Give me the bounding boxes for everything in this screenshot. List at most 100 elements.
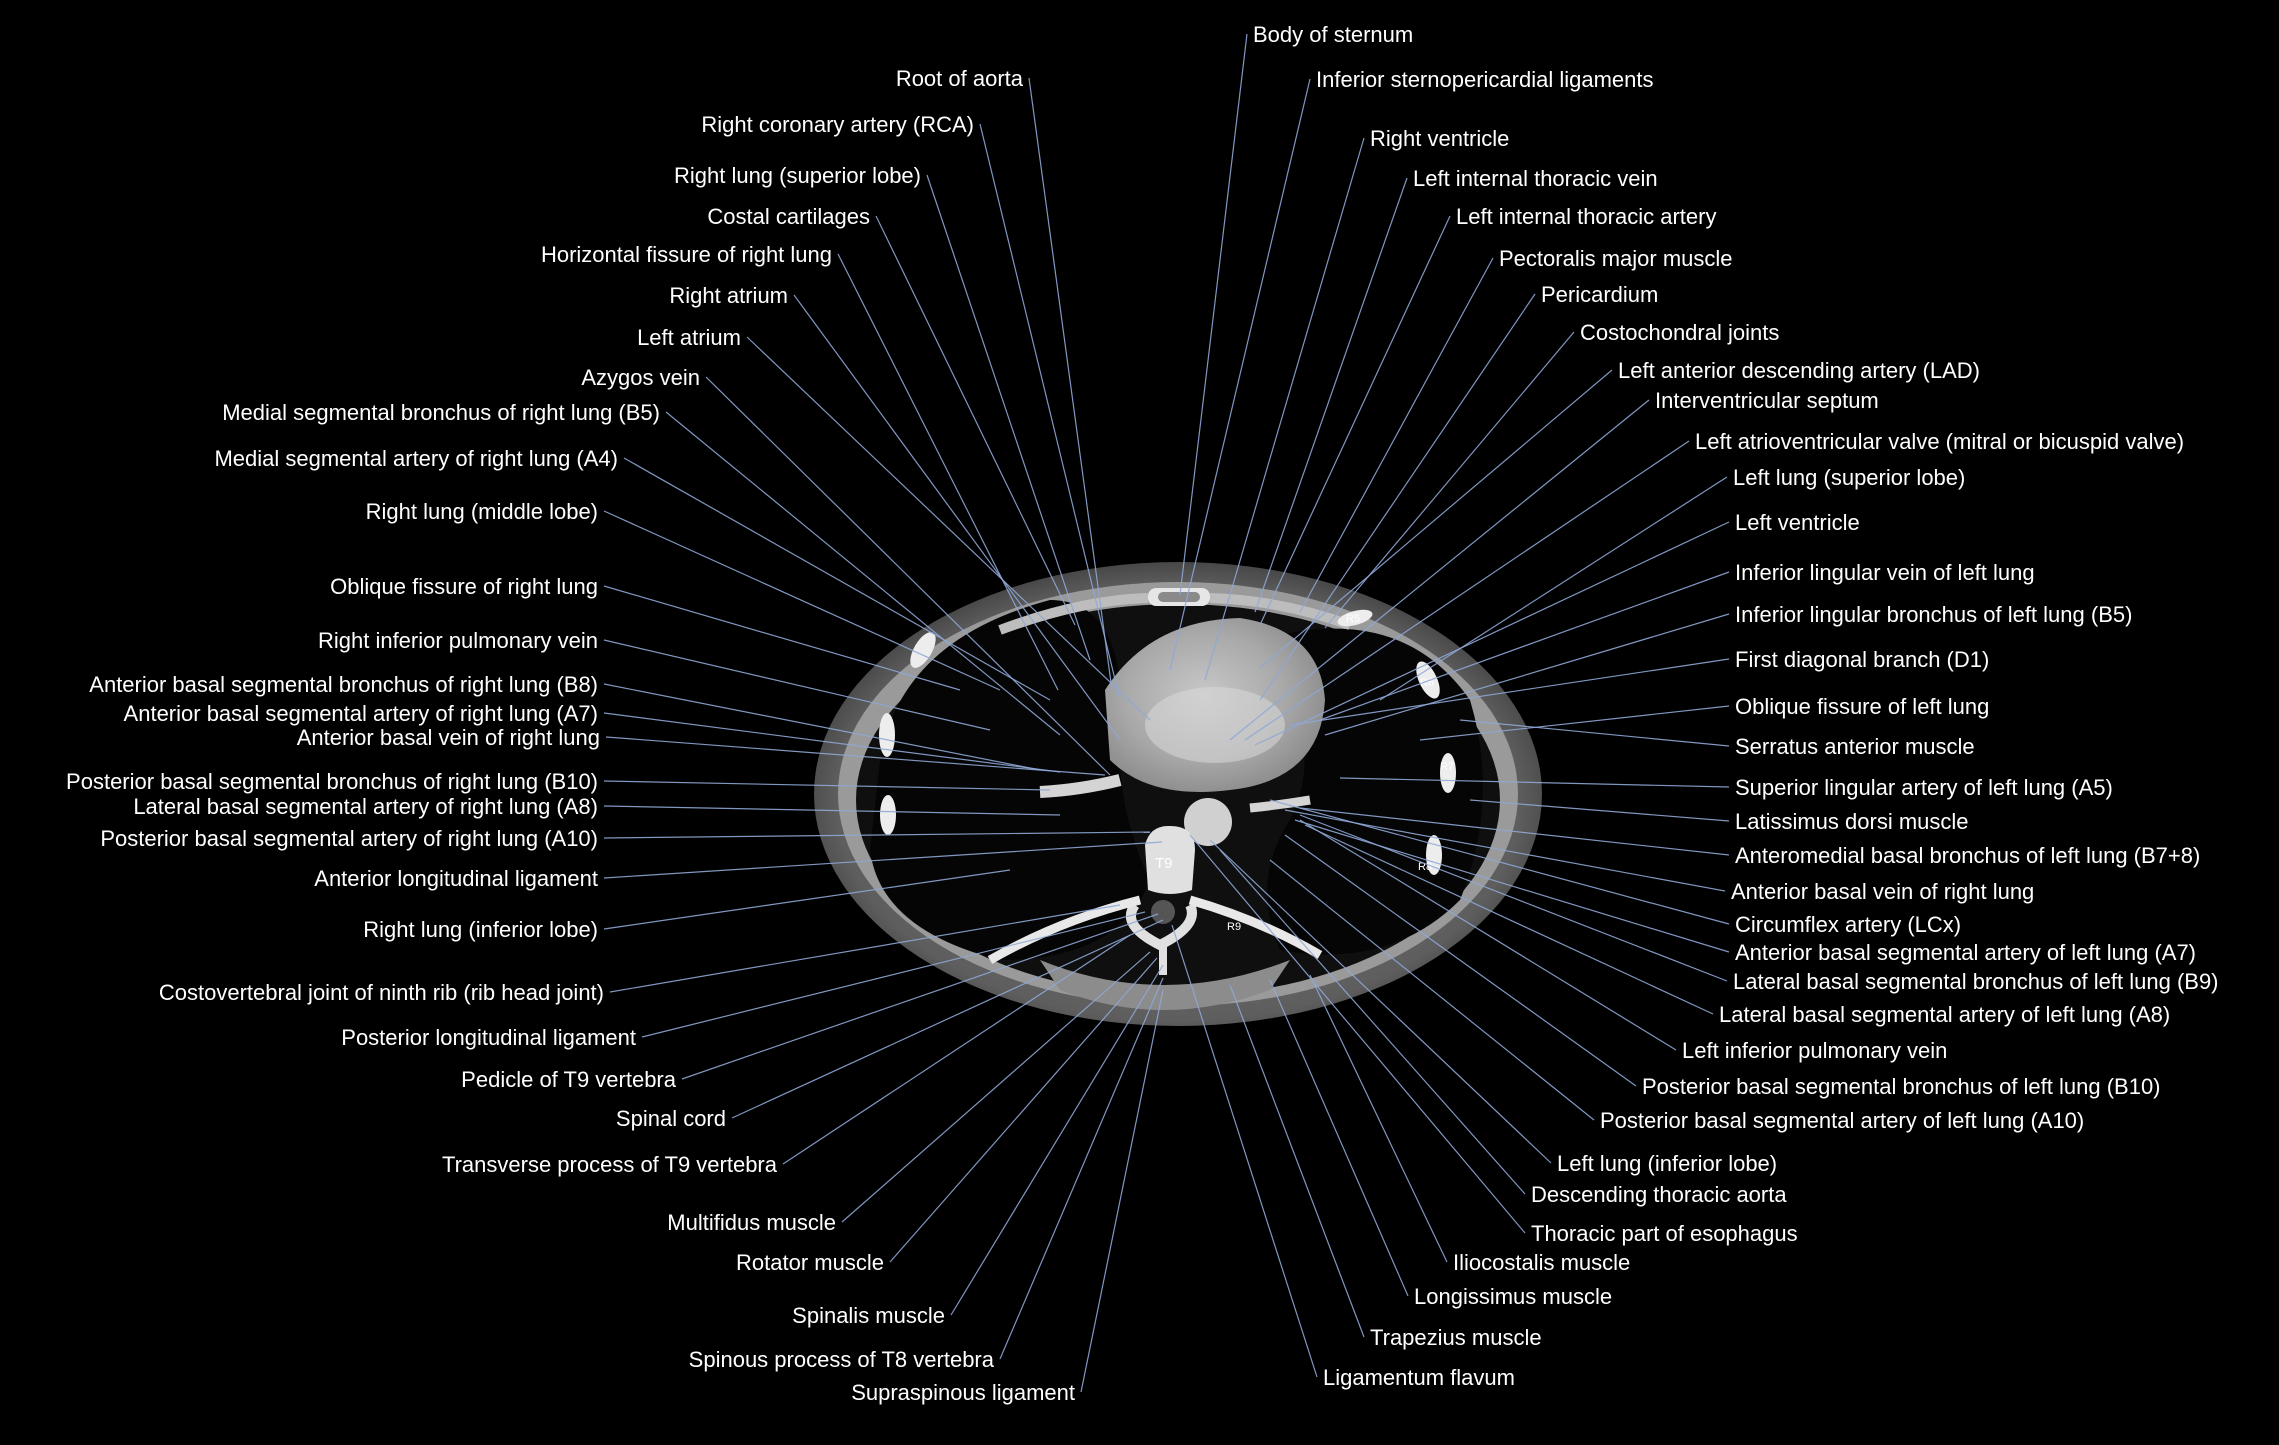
leader-spinal-cord (731, 919, 1164, 1119)
leader-lines (603, 33, 1730, 1393)
leader-lateral-basal-segmental-artery-of-right-lung-a8 (603, 805, 1061, 816)
leader-inferior-sternopericardial-ligaments (1169, 78, 1311, 671)
label-spinalis-muscle: Spinalis muscle (792, 1303, 945, 1328)
label-azygos-vein: Azygos vein (581, 365, 700, 390)
leader-costovertebral-joint-of-ninth-rib-rib-head-joint (609, 904, 1121, 993)
label-descending-thoracic-aorta: Descending thoracic aorta (1531, 1182, 1787, 1207)
leader-medial-segmental-artery-of-right-lung-a4 (623, 457, 1051, 701)
leader-circumflex-artery-lcx (1269, 799, 1730, 925)
leader-first-diagonal-branch-d1 (1289, 658, 1730, 726)
leader-horizontal-fissure-of-right-lung (837, 253, 1059, 691)
label-spinous-process-of-t8-vertebra: Spinous process of T8 vertebra (689, 1347, 995, 1372)
rib-label-r7: R7 (1440, 761, 1454, 773)
leader-medial-segmental-bronchus-of-right-lung-b5 (665, 411, 1061, 736)
label-right-ventricle: Right ventricle (1370, 126, 1509, 151)
rib-label-r5: R5 (1346, 613, 1360, 625)
leader-rotator-muscle (889, 957, 1158, 1263)
leader-body-of-sternum (1179, 33, 1248, 596)
right-rib-6 (910, 632, 936, 668)
leader-anterior-basal-vein-of-right-lung (605, 736, 1106, 776)
leader-latissimus-dorsi-muscle (1469, 799, 1730, 822)
label-left-atrium: Left atrium (637, 325, 741, 350)
label-inferior-lingular-bronchus-of-left-lung-b5: Inferior lingular bronchus of left lung … (1735, 602, 2132, 627)
leader-anterior-basal-segmental-bronchus-of-right-lung-b8 (603, 683, 1041, 771)
leader-transverse-process-of-t9-vertebra (782, 934, 1131, 1165)
leader-costochondral-joints (1324, 331, 1575, 629)
leader-spinous-process-of-t8-vertebra (999, 977, 1164, 1360)
leader-inferior-lingular-bronchus-of-left-lung-b5 (1324, 613, 1730, 736)
leader-pectoralis-major-muscle (1299, 257, 1494, 613)
label-interventricular-septum: Interventricular septum (1655, 388, 1879, 413)
ct-slice-image: T9 R5 R6 R7 R8 R9 (814, 562, 1542, 1026)
label-right-lung-inferior-lobe: Right lung (inferior lobe) (363, 917, 598, 942)
right-pulmonary-vessels (1039, 774, 1122, 798)
right-lung-field (870, 600, 1150, 960)
label-costovertebral-joint-of-ninth-rib-rib-head-joint: Costovertebral joint of ninth rib (rib h… (159, 980, 604, 1005)
right-rib-9 (987, 895, 1142, 964)
leader-right-lung-inferior-lobe (603, 869, 1011, 930)
leader-anterior-basal-segmental-artery-of-left-lung-a7 (1294, 819, 1730, 953)
label-left-atrioventricular-valve-mitral-or-bicuspid-valve: Left atrioventricular valve (mitral or b… (1695, 429, 2184, 454)
label-anterior-basal-vein-of-right-lung: Anterior basal vein of right lung (1731, 879, 2034, 904)
leader-right-ventricle (1204, 137, 1365, 681)
label-left-inferior-pulmonary-vein: Left inferior pulmonary vein (1682, 1038, 1947, 1063)
label-first-diagonal-branch-d1: First diagonal branch (D1) (1735, 647, 1989, 672)
leader-pedicle-of-t9-vertebra (681, 913, 1159, 1080)
leader-anterior-longitudinal-ligament (603, 841, 1163, 879)
leader-root-of-aorta (1028, 77, 1113, 691)
label-pedicle-of-t9-vertebra: Pedicle of T9 vertebra (461, 1067, 677, 1092)
leader-ligamentum-flavum (1171, 924, 1318, 1378)
leader-posterior-basal-segmental-bronchus-of-left-lung-b10 (1284, 834, 1637, 1087)
leader-lateral-basal-segmental-bronchus-of-left-lung-b9 (1299, 814, 1728, 982)
leader-right-inferior-pulmonary-vein (603, 639, 991, 731)
label-circumflex-artery-lcx: Circumflex artery (LCx) (1735, 912, 1961, 937)
leader-multifidus-muscle (841, 951, 1151, 1223)
leader-right-atrium (793, 294, 1121, 741)
leader-anteromedial-basal-bronchus-of-left-lung-b7-8 (1299, 807, 1730, 856)
label-root-of-aorta: Root of aorta (896, 66, 1024, 91)
rib-label-r8: R8 (1418, 861, 1432, 873)
label-anterior-longitudinal-ligament: Anterior longitudinal ligament (314, 866, 598, 891)
label-transverse-process-of-t9-vertebra: Transverse process of T9 vertebra (442, 1152, 778, 1177)
label-longissimus-muscle: Longissimus muscle (1414, 1284, 1612, 1309)
left-pulmonary-vessels (1249, 795, 1311, 813)
leader-thoracic-part-of-esophagus (1189, 834, 1526, 1234)
leader-left-anterior-descending-artery-lad (1259, 369, 1613, 669)
label-oblique-fissure-of-left-lung: Oblique fissure of left lung (1735, 694, 1989, 719)
left-ventricle-shape (1145, 687, 1285, 763)
label-spinal-cord: Spinal cord (616, 1106, 726, 1131)
leader-longissimus-muscle (1269, 979, 1409, 1297)
label-rotator-muscle: Rotator muscle (736, 1250, 884, 1275)
back-muscles (1040, 960, 1290, 1010)
label-right-lung-middle-lobe: Right lung (middle lobe) (366, 499, 598, 524)
label-anterior-basal-segmental-bronchus-of-right-lung-b8: Anterior basal segmental bronchus of rig… (89, 672, 598, 697)
label-thoracic-part-of-esophagus: Thoracic part of esophagus (1531, 1221, 1798, 1246)
leader-right-lung-superior-lobe (926, 174, 1091, 661)
leader-right-coronary-artery-rca (979, 123, 1121, 701)
leader-lateral-basal-segmental-artery-of-left-lung-a8 (1304, 824, 1714, 1015)
leader-trapezius-muscle (1229, 984, 1365, 1338)
left-costal-cartilage (1209, 593, 1352, 630)
leader-inferior-lingular-vein-of-left-lung (1319, 571, 1730, 721)
label-right-lung-superior-lobe: Right lung (superior lobe) (674, 163, 921, 188)
right-rib-8 (880, 795, 896, 835)
left-rib-7 (1440, 753, 1456, 793)
label-right-atrium: Right atrium (669, 283, 788, 308)
leader-left-internal-thoracic-artery (1259, 215, 1451, 626)
leader-left-ventricle (1254, 521, 1730, 746)
label-medial-segmental-artery-of-right-lung-a4: Medial segmental artery of right lung (A… (214, 446, 618, 471)
label-anterior-basal-vein-of-right-lung: Anterior basal vein of right lung (297, 725, 600, 750)
label-medial-segmental-bronchus-of-right-lung-b5: Medial segmental bronchus of right lung … (222, 400, 660, 425)
sternum-marrow (1158, 592, 1200, 602)
descending-aorta (1184, 798, 1232, 846)
right-rib-7 (879, 713, 895, 757)
label-pectoralis-major-muscle: Pectoralis major muscle (1499, 246, 1733, 271)
label-lateral-basal-segmental-bronchus-of-left-lung-b9: Lateral basal segmental bronchus of left… (1733, 969, 2219, 994)
label-lateral-basal-segmental-artery-of-left-lung-a8: Lateral basal segmental artery of left l… (1719, 1002, 2170, 1027)
leader-spinalis-muscle (950, 964, 1164, 1316)
left-rib-5 (1337, 609, 1373, 627)
leader-pericardium (1259, 293, 1536, 701)
label-superior-lingular-artery-of-left-lung-a5: Superior lingular artery of left lung (A… (1735, 775, 2113, 800)
